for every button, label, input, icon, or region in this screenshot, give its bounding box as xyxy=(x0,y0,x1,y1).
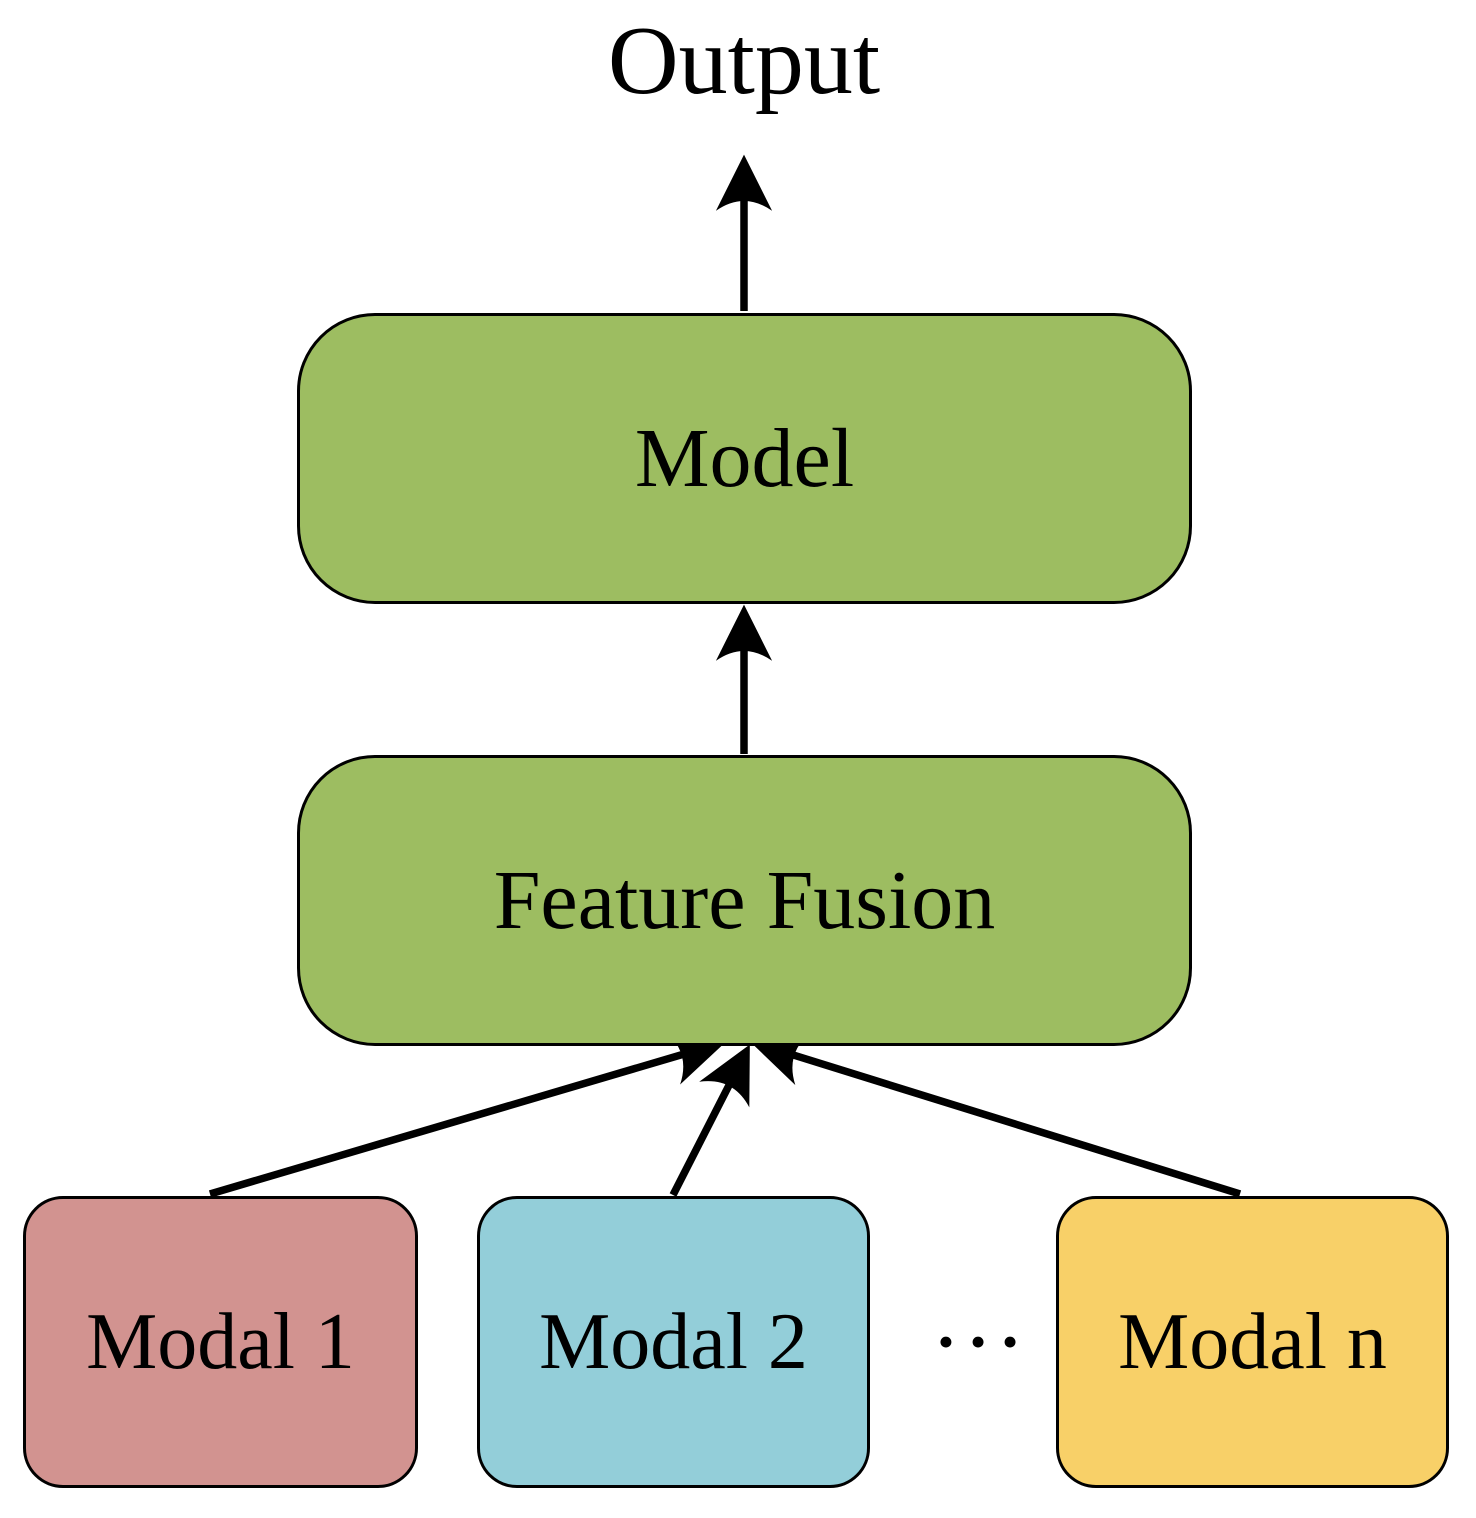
node-feature-fusion: Feature Fusion xyxy=(297,755,1192,1046)
node-modal-1: Modal 1 xyxy=(23,1196,418,1488)
node-modal-1-label: Modal 1 xyxy=(86,1298,355,1386)
arrow-modal1-to-fusion xyxy=(208,1030,727,1198)
node-modal-2: Modal 2 xyxy=(477,1196,870,1488)
more-modalities-ellipsis: ••• xyxy=(937,1316,1035,1367)
node-modal-n-label: Modal n xyxy=(1118,1298,1387,1386)
node-model-label: Model xyxy=(634,411,855,505)
node-model: Model xyxy=(297,313,1192,604)
output-label: Output xyxy=(607,7,881,115)
arrow-modal2-to-fusion xyxy=(669,1044,750,1197)
node-modal-2-label: Modal 2 xyxy=(539,1298,808,1386)
arrow-modaln-to-fusion xyxy=(749,1031,1242,1198)
node-feature-fusion-label: Feature Fusion xyxy=(493,853,996,947)
node-modal-n: Modal n xyxy=(1056,1196,1449,1488)
